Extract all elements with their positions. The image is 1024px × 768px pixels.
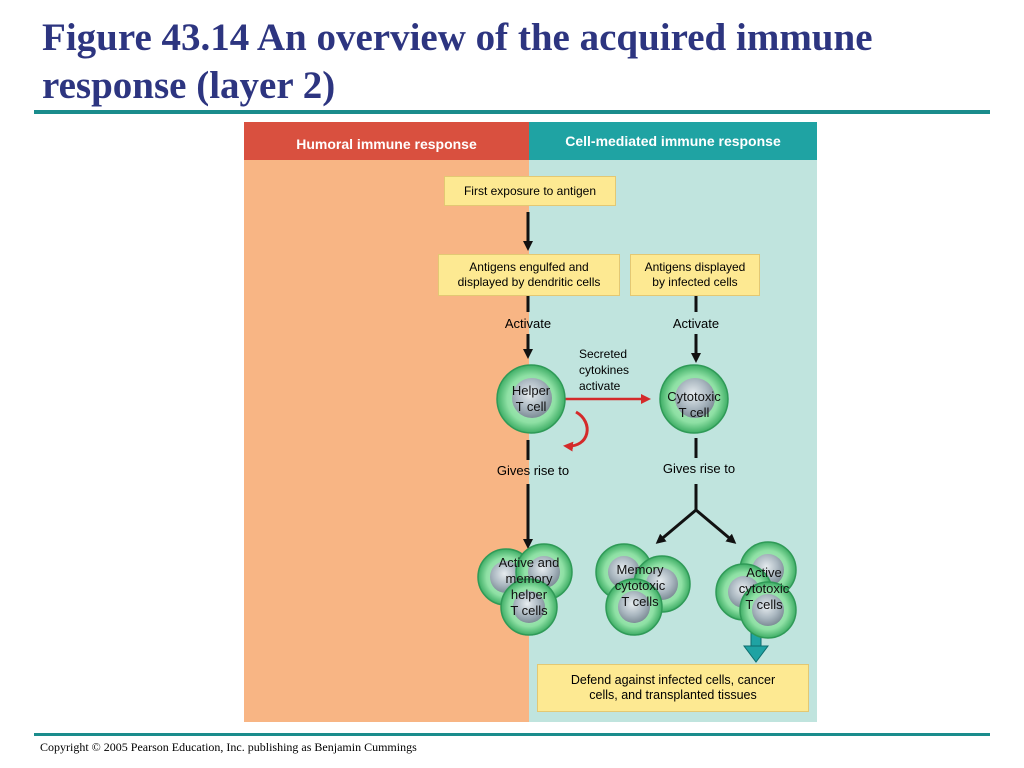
active-helper-line-4: T cells [510,603,548,618]
helper-line-2: T cell [515,399,547,414]
cytotoxic-line-1: Cytotoxic [667,389,721,404]
humoral-panel [244,122,529,722]
antigens-displayed-line-1: Antigens displayed [644,260,746,274]
gives-rise-left-label: Gives rise to [496,463,570,478]
active-helper-line-3: helper [510,587,548,602]
active-cyto-line-1: Active [746,565,782,580]
humoral-header: Humoral immune response [244,122,529,160]
defend-line-1: Defend against infected cells, cancer [570,673,776,687]
activate-right-label: Activate [672,316,720,331]
cytokine-loop-arrow [563,410,589,452]
active-cyto-label: Active cytotoxic T cells [728,565,800,613]
cytotoxic-line-2: T cell [678,405,710,420]
memory-cytotoxic-cells [595,543,691,636]
secreted-line-1: Secreted [579,347,628,361]
gives-rise-right-label: Gives rise to [662,461,736,476]
diagram-graphics [477,212,797,663]
immune-response-diagram: Humoral immune response Cell-mediated im… [244,122,817,722]
footer-rule [34,733,990,736]
active-helper-label: Active and memory helper T cells [488,555,570,619]
title-line-1: Figure 43.14 An overview of the acquired… [42,16,873,59]
active-cyto-line-2: cytotoxic [738,581,790,596]
branch-left [655,508,697,544]
active-cytotoxic-cells [715,541,797,639]
defend-line-2: cells, and transplanted tissues [589,688,757,702]
activate-left-label: Activate [504,316,552,331]
helper-t-cell [496,364,566,434]
antigens-engulfed-box: Antigens engulfed and displayed by dendr… [438,254,620,296]
active-helper-line-1: Active and [498,555,560,570]
defend-arrow-head [743,645,769,663]
memory-cyto-line-2: cytotoxic [614,578,666,593]
title-line-2: response (layer 2) [42,64,336,107]
secreted-line-3: activate [579,379,621,393]
secreted-line-2: cytokines [579,363,630,377]
antigens-displayed-line-2: by infected cells [652,275,738,289]
slide-title: Figure 43.14 An overview of the acquired… [42,14,1002,110]
helper-line-1: Helper [511,383,551,398]
active-cyto-line-3: T cells [745,597,783,612]
antigens-engulfed-line-1: Antigens engulfed and [469,260,589,274]
helper-cell-label: Helper T cell [501,383,561,415]
cytotoxic-cell-label: Cytotoxic T cell [658,389,730,421]
copyright-footer: Copyright © 2005 Pearson Education, Inc.… [40,740,417,754]
cell-mediated-header: Cell-mediated immune response [529,122,817,160]
antigens-engulfed-line-2: displayed by dendritic cells [457,275,601,289]
active-helper-line-2: memory [505,571,553,586]
defend-box: Defend against infected cells, cancer ce… [537,664,809,712]
active-memory-helper-cells [477,543,573,636]
antigens-displayed-box: Antigens displayed by infected cells [630,254,760,296]
memory-cyto-label: Memory cytotoxic T cells [604,562,676,610]
secreted-cytokines-label: Secreted cytokines activate [579,346,629,394]
title-rule [34,110,990,114]
memory-cyto-line-3: T cells [621,594,659,609]
memory-cyto-line-1: Memory [616,562,664,577]
cytotoxic-t-cell [659,364,729,434]
branch-right [695,508,737,544]
first-exposure-text: First exposure to antigen [463,183,597,198]
first-exposure-box: First exposure to antigen [444,176,616,206]
